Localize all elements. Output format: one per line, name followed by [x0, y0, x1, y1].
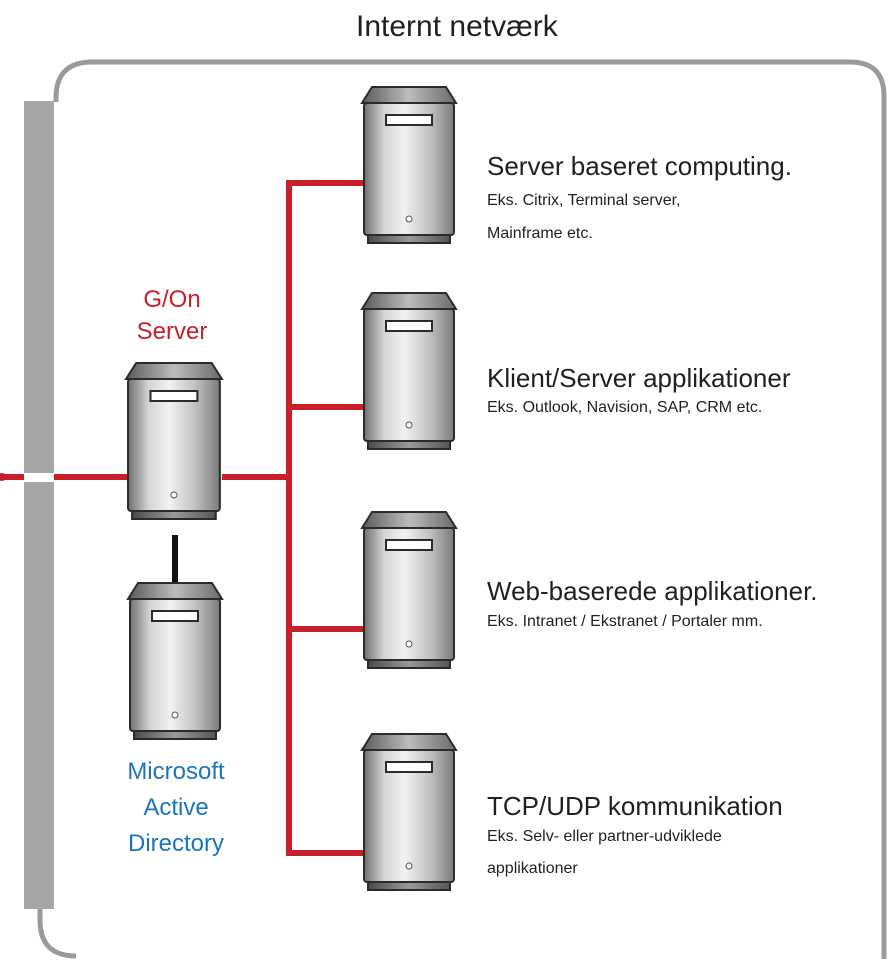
- diagram-title: Internt netværk: [356, 10, 558, 43]
- service-description: Eks. Selv- eller partner-udviklede: [487, 828, 722, 845]
- server-tower-icon: [361, 733, 457, 891]
- network-border: [53, 59, 887, 959]
- incoming-connection-dot: [0, 473, 6, 481]
- gon-server-label: G/On: [143, 286, 201, 313]
- service-heading: Server baseret computing.: [487, 151, 792, 181]
- active-directory-label: Active: [143, 794, 209, 821]
- active-directory-label: Directory: [127, 830, 224, 857]
- service-heading: Web-baserede applikationer.: [487, 576, 818, 606]
- active-directory-label: Microsoft: [127, 758, 225, 785]
- server-tower-icon: [361, 292, 457, 450]
- server-tower-icon: [361, 511, 457, 669]
- service-description: Eks. Intranet / Ekstranet / Portaler mm.: [487, 613, 763, 630]
- firewall-bar: [24, 101, 54, 473]
- service-heading: Klient/Server applikationer: [487, 363, 791, 393]
- service-description: applikationer: [487, 860, 578, 877]
- branch-line: [286, 404, 366, 410]
- incoming-connection-line: [0, 474, 24, 480]
- branch-line: [286, 180, 366, 186]
- service-description: Eks. Outlook, Navision, SAP, CRM etc.: [487, 399, 763, 416]
- firewall-bar: [24, 482, 54, 909]
- branch-line: [286, 626, 366, 632]
- service-description: Eks. Citrix, Terminal server,: [487, 192, 681, 209]
- gon-server-label: Server: [136, 318, 208, 345]
- server-tower-icon: [127, 582, 223, 740]
- server-tower-icon: [124, 361, 223, 521]
- backbone-line: [286, 180, 292, 856]
- ad-link-line: [172, 535, 178, 590]
- incoming-connection-line: [54, 474, 132, 480]
- network-border-bottom: [37, 905, 77, 959]
- server-tower-icon: [361, 86, 457, 244]
- service-description: Mainframe etc.: [487, 225, 593, 242]
- gon-to-backbone-line: [222, 474, 292, 480]
- branch-line: [286, 850, 366, 856]
- service-heading: TCP/UDP kommunikation: [487, 791, 783, 821]
